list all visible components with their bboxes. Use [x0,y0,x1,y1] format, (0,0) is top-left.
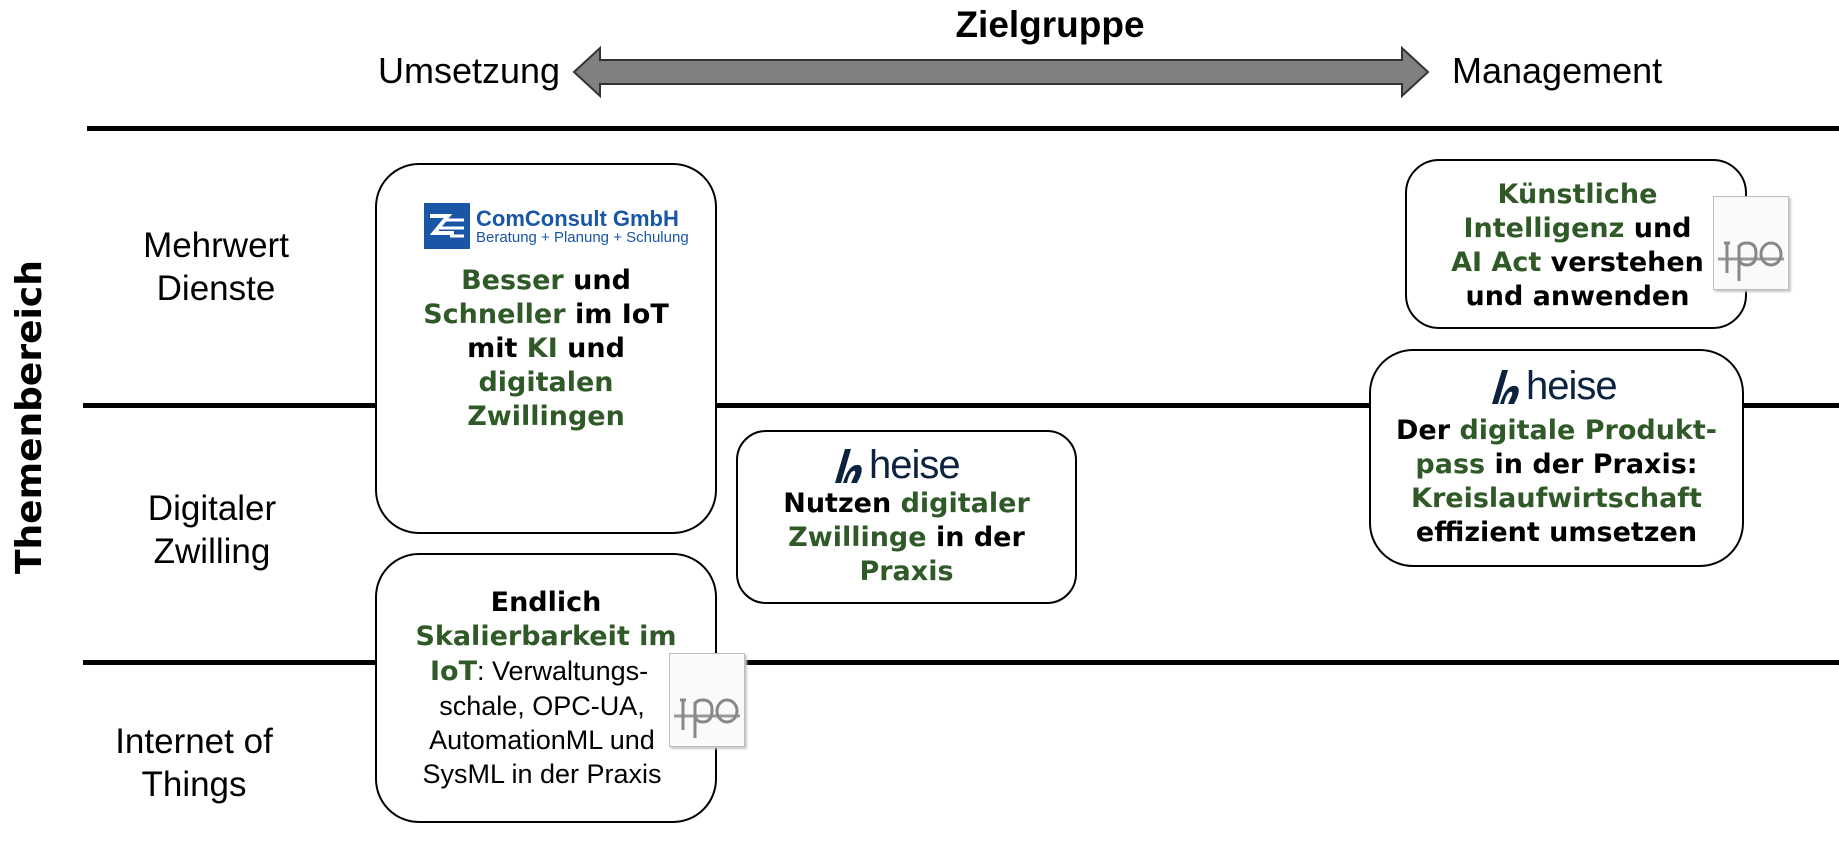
card-comconsult-text: Besser und Schneller im IoT mit KI und d… [423,265,669,432]
heise-wordmark: heise [1526,364,1618,408]
comconsult-logo: ComConsult GmbH Beratung + Planung + Sch… [424,203,689,249]
card-heise-digitale-zwillinge[interactable] [736,430,1077,604]
comconsult-mark-icon [424,203,470,249]
row-divider-bottom [83,660,1839,665]
row-divider-middle [83,403,1839,408]
card-heise-produktpass[interactable] [1369,349,1744,567]
ipo-logo [669,653,745,747]
row-divider-top [87,126,1839,131]
heise-mark-icon [835,448,862,483]
ipo-mark-icon [674,698,740,738]
card-heise-produktpass-text: Der digitale Produkt- pass in der Praxis… [1396,415,1717,548]
heise-wordmark: heise [869,443,961,487]
card-ipo-iot-details: IoT: Verwaltungs- schale, OPC-UA, Automa… [422,656,662,789]
axis-right-label: Management [1452,50,1663,91]
double-arrow-icon [572,45,1430,99]
card-ipo-ki-text: Künstliche Intelligenz und AI Act verste… [1451,179,1704,312]
card-ipo-ki[interactable] [1405,159,1747,329]
heise-logo: heise [1490,364,1618,409]
card-ipo-iot-text: Endlich Skalierbarkeit im [415,587,677,652]
axis-left-label: Umsetzung [378,50,561,91]
heise-logo: heise [833,443,961,488]
heise-mark-icon [1492,369,1519,404]
axis-title-zielgruppe: Zielgruppe [955,4,1145,45]
ipo-logo [1713,196,1789,290]
comconsult-subtitle: Beratung + Planung + Schulung [476,228,689,246]
axis-title-themenbereich: Themenbereich [9,260,50,574]
ipo-mark-icon [1718,241,1784,281]
card-heise-digitale-zwillinge-text: Nutzen digitaler Zwillinge in der Praxis [783,488,1030,587]
comconsult-name: ComConsult GmbH [476,205,679,231]
